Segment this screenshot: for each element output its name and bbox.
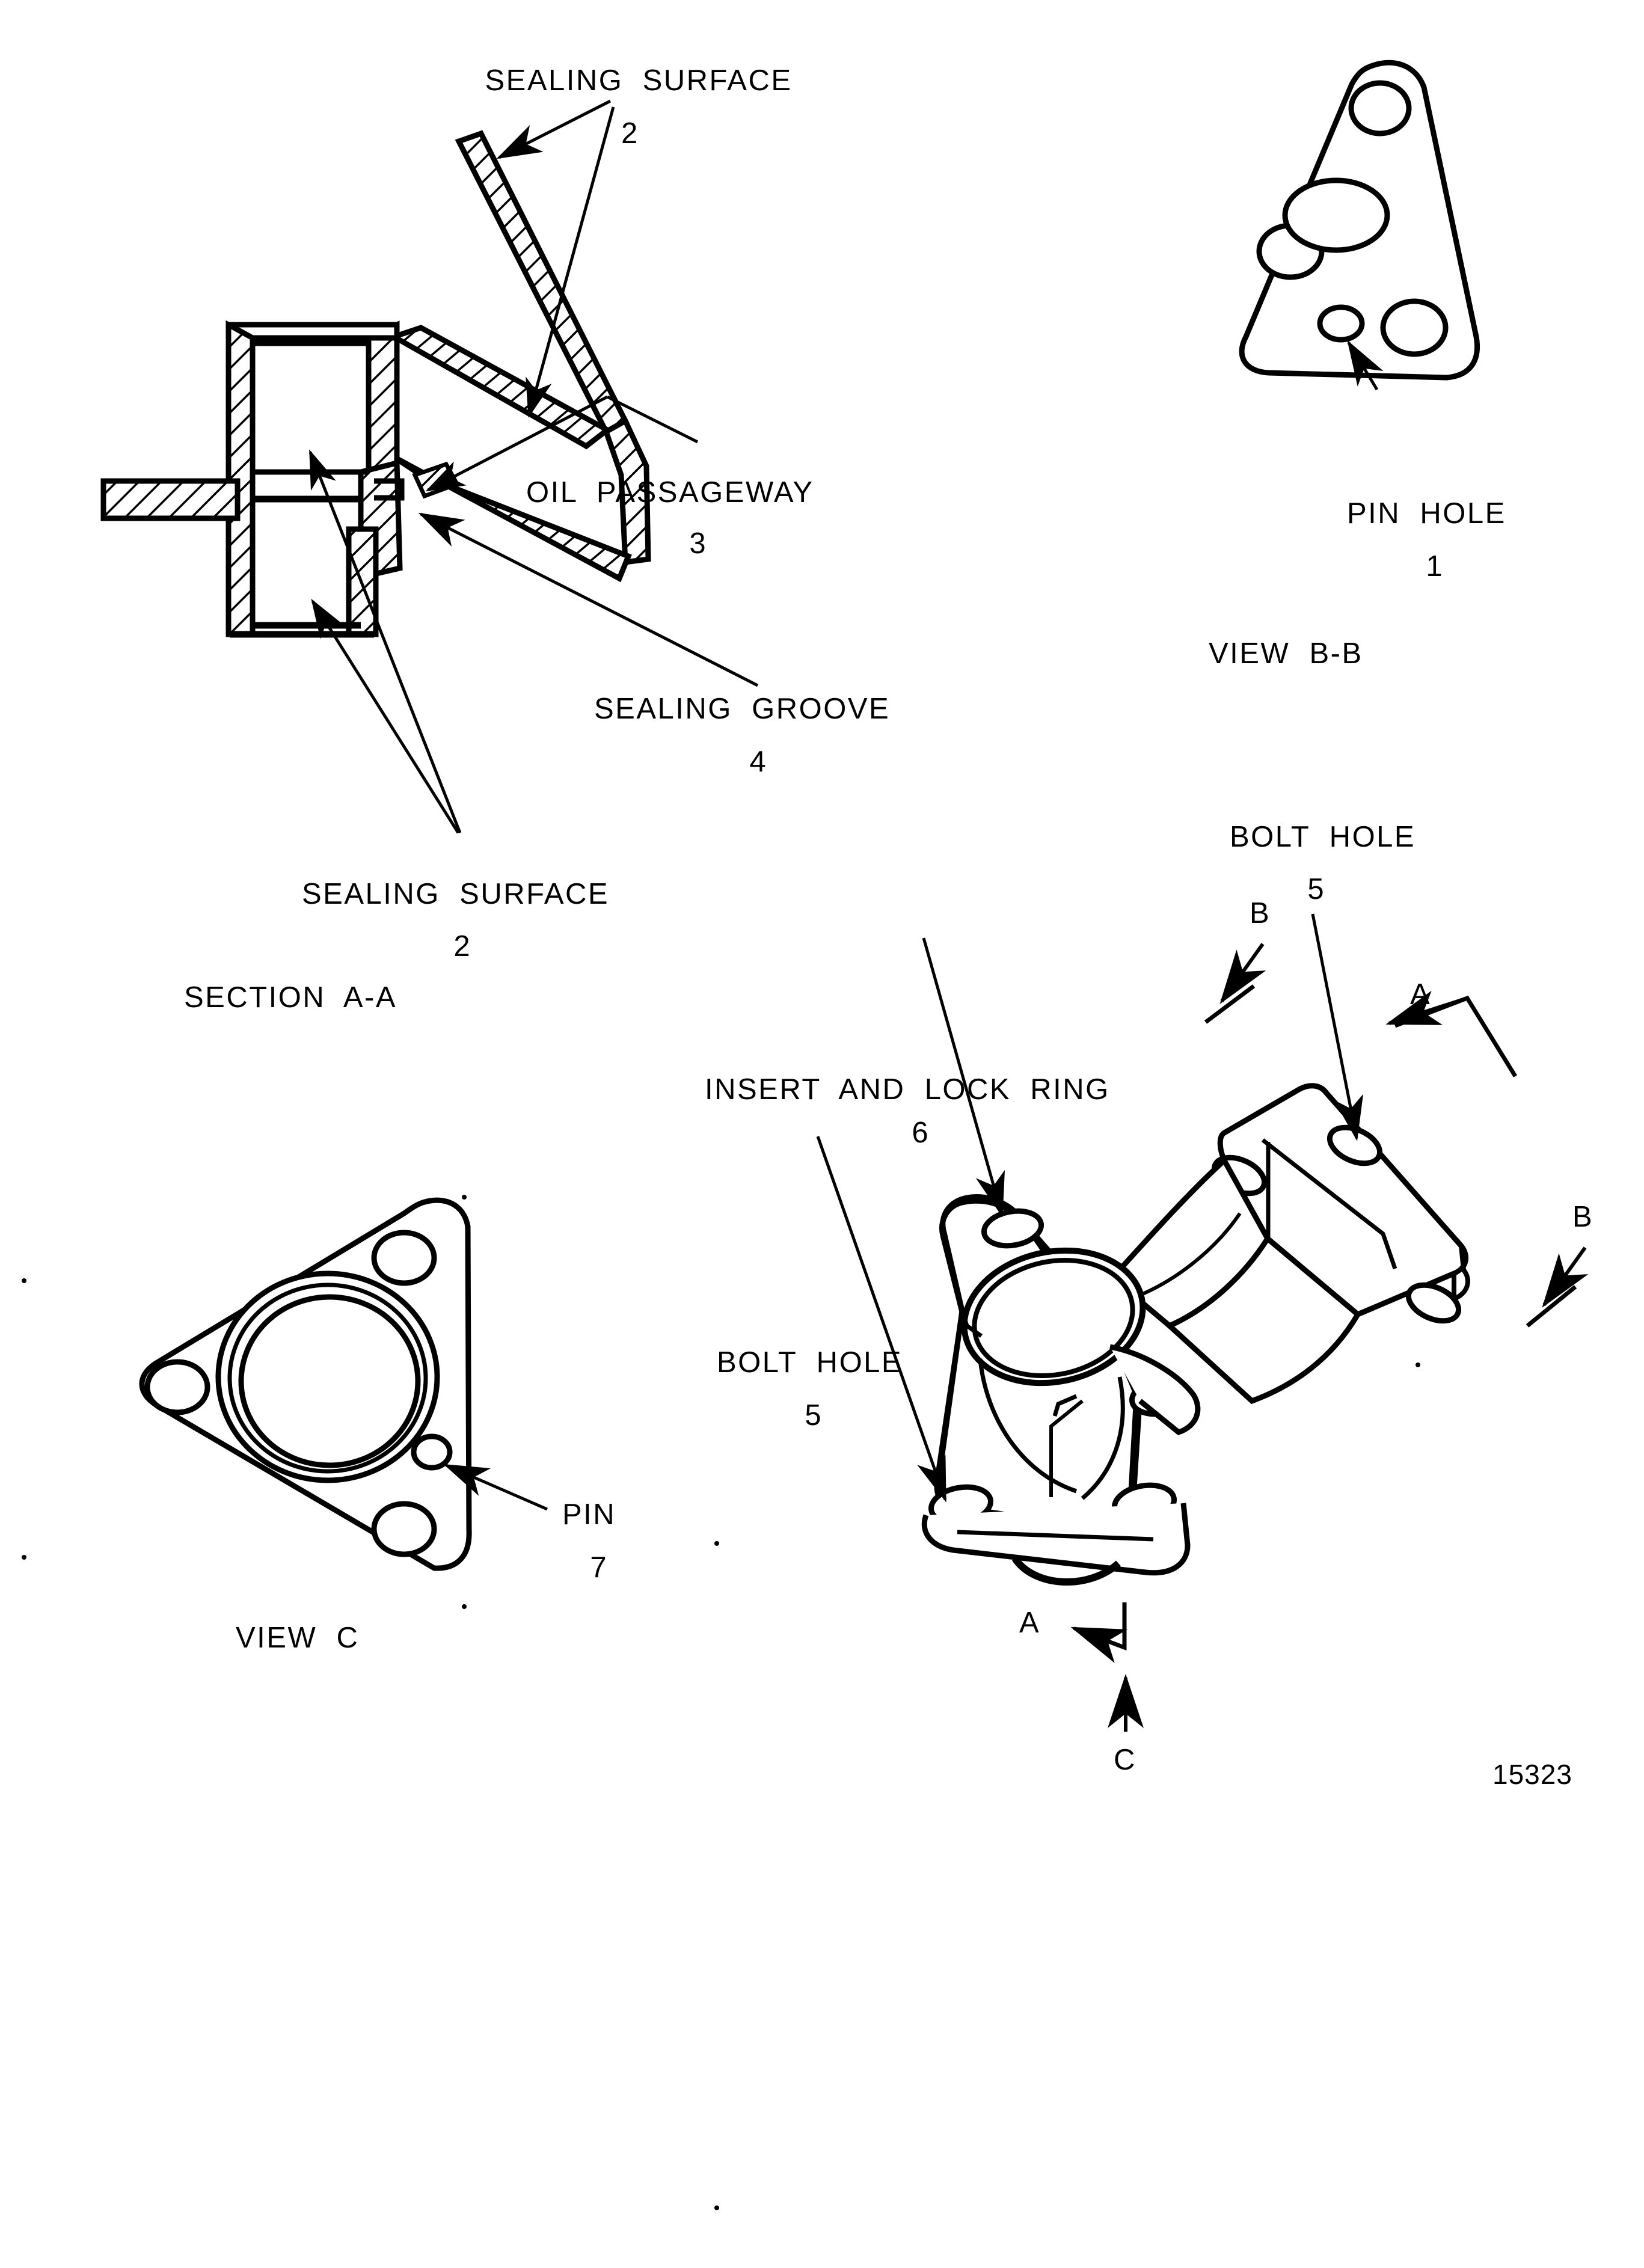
label-section-mark-a-bottom: A <box>1019 1607 1039 1639</box>
view-bb-center-bore <box>1282 177 1390 253</box>
label-view-bb-title: VIEW B-B <box>1209 637 1363 670</box>
label-view-c-title: VIEW C <box>236 1622 360 1654</box>
section-body-top-lip <box>227 322 400 341</box>
label-bolt-hole-top-number: 5 <box>1307 873 1324 906</box>
view-c-bolt-hole-left <box>144 1359 210 1415</box>
label-bolt-hole-bottom-number: 5 <box>805 1399 821 1432</box>
section-flange-plate-right <box>603 417 651 566</box>
iso-body-contour-left <box>978 1358 1078 1494</box>
scan-speck-1 <box>22 1278 26 1283</box>
label-pin-hole: PIN HOLE <box>1347 497 1506 530</box>
view-c-geometry <box>139 1197 548 1571</box>
section-mark-a-upper-arrow <box>1385 990 1468 1025</box>
scan-speck-7 <box>714 2205 719 2210</box>
label-oil-passageway: OIL PASSAGEWAY <box>526 476 814 509</box>
iso-witness-tick <box>1052 1394 1078 1417</box>
leader-sealing-surface-upper-2 <box>526 106 615 418</box>
section-left-flange-tab <box>100 478 241 521</box>
iso-upper-flange-web <box>1261 1138 1397 1270</box>
scan-speck-6 <box>1415 1362 1420 1367</box>
view-c-bolt-hole-top <box>371 1230 437 1286</box>
iso-witness-line <box>1049 1399 1084 1497</box>
leader-insert-lock-ring <box>922 937 1005 1218</box>
scan-speck-3 <box>22 1555 26 1560</box>
iso-lower-flange-bolt-hole-top <box>981 1208 1044 1249</box>
label-pin-number: 7 <box>590 1551 607 1584</box>
iso-bore-inner <box>972 1257 1135 1379</box>
scan-speck-2 <box>462 1195 467 1200</box>
label-drawing-number: 15323 <box>1492 1759 1572 1790</box>
isometric-geometry <box>816 913 1589 1732</box>
iso-base-plate <box>921 1503 1191 1576</box>
view-bb-bolt-hole-top <box>1348 80 1412 136</box>
label-sealing-surface-top-number: 2 <box>621 117 638 150</box>
leader-sealing-surface-upper-1 <box>496 99 612 159</box>
leader-oil-passageway-ext <box>606 395 699 444</box>
section-upper-diagonal-wall <box>387 325 613 450</box>
section-mark-b-upper-arrow <box>1219 943 1266 1004</box>
view-c-bore <box>238 1294 421 1468</box>
iso-barrel-curve-1 <box>1168 1237 1269 1328</box>
view-bb-pin-hole <box>1317 304 1365 343</box>
section-mark-b-lower-arrow <box>1542 1246 1589 1308</box>
label-pin-hole-number: 1 <box>1426 550 1443 583</box>
iso-body-contour-right <box>1081 1376 1125 1500</box>
leader-sealing-groove <box>418 512 759 687</box>
label-sealing-surface-bottom: SEALING SURFACE <box>302 878 610 910</box>
section-lower-diagonal-wall <box>392 455 632 583</box>
label-bolt-hole-bottom: BOLT HOLE <box>717 1346 903 1379</box>
view-c-pin-hole <box>411 1433 453 1471</box>
label-section-mark-b-lower: B <box>1572 1201 1592 1233</box>
leader-bolt-hole-upper <box>1311 913 1364 1141</box>
scan-speck-4 <box>714 1541 719 1546</box>
label-bolt-hole-top: BOLT HOLE <box>1230 821 1416 853</box>
label-pin: PIN <box>562 1498 616 1531</box>
iso-barrel-curve-2 <box>1129 1212 1242 1301</box>
iso-gusset-notch <box>960 1310 983 1338</box>
leader-sealing-surface-lower-1 <box>308 449 462 833</box>
iso-barrel-curve-3 <box>1251 1313 1360 1403</box>
leader-pin-hole <box>1347 340 1384 391</box>
leader-bolt-hole-lower <box>816 1136 947 1503</box>
label-insert-and-lock-ring-number: 6 <box>912 1117 928 1149</box>
leader-sealing-surface-lower-2 <box>311 598 460 834</box>
section-mark-a-bottom-arrow <box>1070 1626 1128 1663</box>
section-aa-geometry <box>100 99 759 834</box>
section-sealing-groove-notch <box>374 478 405 501</box>
iso-lower-flange-right-lobe <box>1109 1344 1201 1436</box>
label-insert-and-lock-ring: INSERT AND LOCK RING <box>705 1073 1110 1106</box>
iso-base-plate-edge <box>957 1530 1154 1542</box>
label-sealing-surface-top: SEALING SURFACE <box>485 64 793 97</box>
label-oil-passageway-number: 3 <box>689 527 706 560</box>
label-section-mark-b-upper: B <box>1250 897 1269 930</box>
view-c-bolt-hole-bottom <box>371 1501 437 1557</box>
iso-bottom-spigot <box>1012 1556 1121 1586</box>
scan-speck-5 <box>462 1604 467 1609</box>
label-section-mark-a-upper: A <box>1410 978 1430 1011</box>
label-sealing-groove-number: 4 <box>749 746 766 778</box>
label-section-aa-title: SECTION A-A <box>184 981 397 1014</box>
label-sealing-surface-bottom-number: 2 <box>453 930 470 963</box>
leader-pin <box>443 1463 548 1511</box>
label-sealing-groove: SEALING GROOVE <box>594 693 891 725</box>
iso-upper-flange-bolt-hole-right <box>1405 1282 1462 1324</box>
view-bb-bolt-hole-right <box>1380 298 1449 357</box>
view-bb-geometry <box>1239 60 1480 391</box>
leader-oil-passageway <box>425 395 609 492</box>
label-section-mark-c: C <box>1114 1744 1135 1776</box>
